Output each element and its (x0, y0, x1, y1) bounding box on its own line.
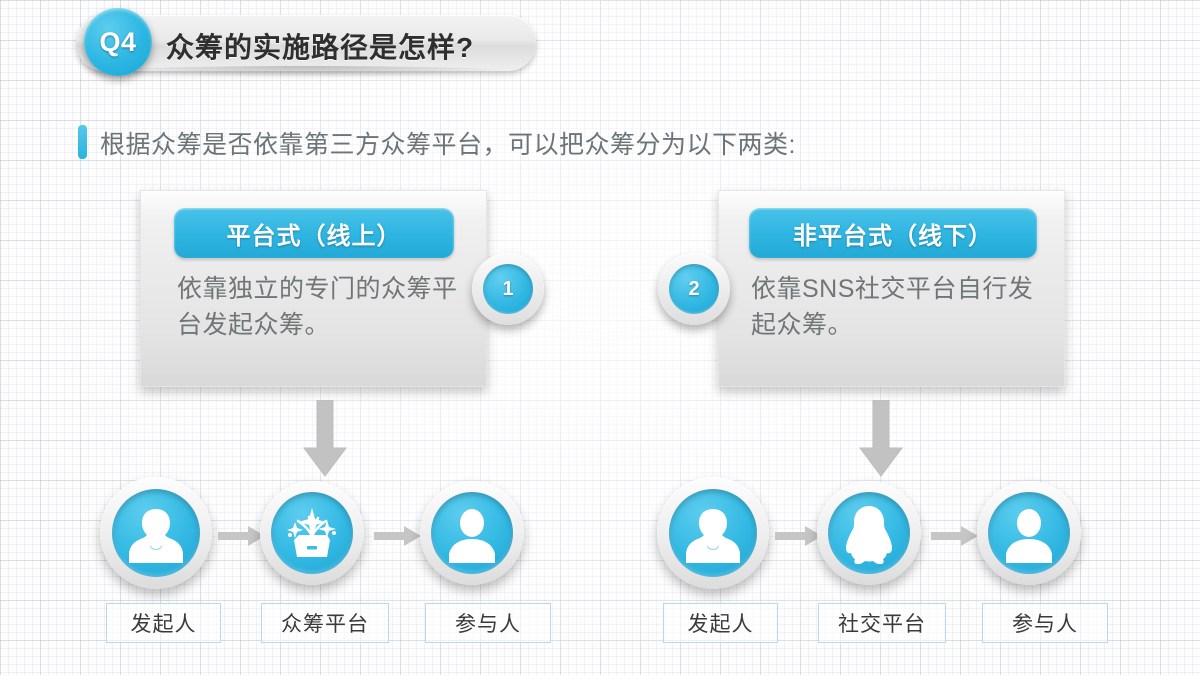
user-silhouette-icon (988, 492, 1070, 574)
card-number-label: 1 (483, 264, 533, 314)
flow-label-platform-right: 社交平台 (818, 603, 946, 643)
flow-node-initiator (100, 477, 212, 589)
flow-label-participant-left: 参与人 (425, 603, 551, 643)
down-arrow-left (302, 399, 348, 478)
qq-penguin-icon (828, 492, 910, 574)
down-arrow-right (858, 399, 904, 478)
male-person-icon (112, 489, 200, 577)
card-platform-online: 平台式（线上） 依靠独立的专门的众筹平台发起众筹。 (140, 190, 487, 387)
flow-connector-arrow (374, 525, 422, 547)
subtitle-accent-bar (78, 125, 87, 159)
card-heading-label: 非平台式（线下） (793, 222, 993, 250)
card-number-badge-1: 1 (472, 253, 544, 325)
flow-node-participant (420, 481, 524, 585)
card-heading-banner: 平台式（线上） (174, 208, 454, 258)
flow-connector-arrow (218, 525, 266, 547)
flow-node-initiator (657, 477, 769, 589)
flow-connector-arrow (931, 525, 979, 547)
user-silhouette-icon (431, 492, 513, 574)
card-body-text: 依靠SNS社交平台自行发起众筹。 (751, 275, 1034, 339)
flow-label-initiator-right: 发起人 (663, 603, 778, 643)
male-person-icon (669, 489, 757, 577)
card-platform-offline: 非平台式（线下） 依靠SNS社交平台自行发起众筹。 (718, 190, 1065, 387)
gift-box-sparkle-icon (271, 492, 353, 574)
flow-label-initiator-left: 发起人 (106, 603, 221, 643)
card-heading-label: 平台式（线上） (226, 222, 402, 250)
page-title: 众筹的实施路径是怎样? (166, 32, 475, 63)
card-heading-banner: 非平台式（线下） (749, 208, 1037, 258)
flow-label-platform-left: 众筹平台 (261, 603, 389, 643)
card-number-badge-2: 2 (658, 253, 730, 325)
question-number-badge: Q4 (84, 8, 152, 76)
flow-node-social-platform (817, 481, 921, 585)
flow-node-participant (977, 481, 1081, 585)
card-number-label: 2 (669, 264, 719, 314)
subtitle-text: 根据众筹是否依靠第三方众筹平台，可以把众筹分为以下两类: (100, 131, 796, 159)
flow-connector-arrow (775, 525, 823, 547)
flow-label-participant-right: 参与人 (982, 603, 1108, 643)
header-pill (76, 15, 536, 78)
card-body-text: 依靠独立的专门的众筹平台发起众筹。 (177, 275, 458, 339)
flow-node-platform (260, 481, 364, 585)
question-number-label: Q4 (99, 26, 137, 57)
